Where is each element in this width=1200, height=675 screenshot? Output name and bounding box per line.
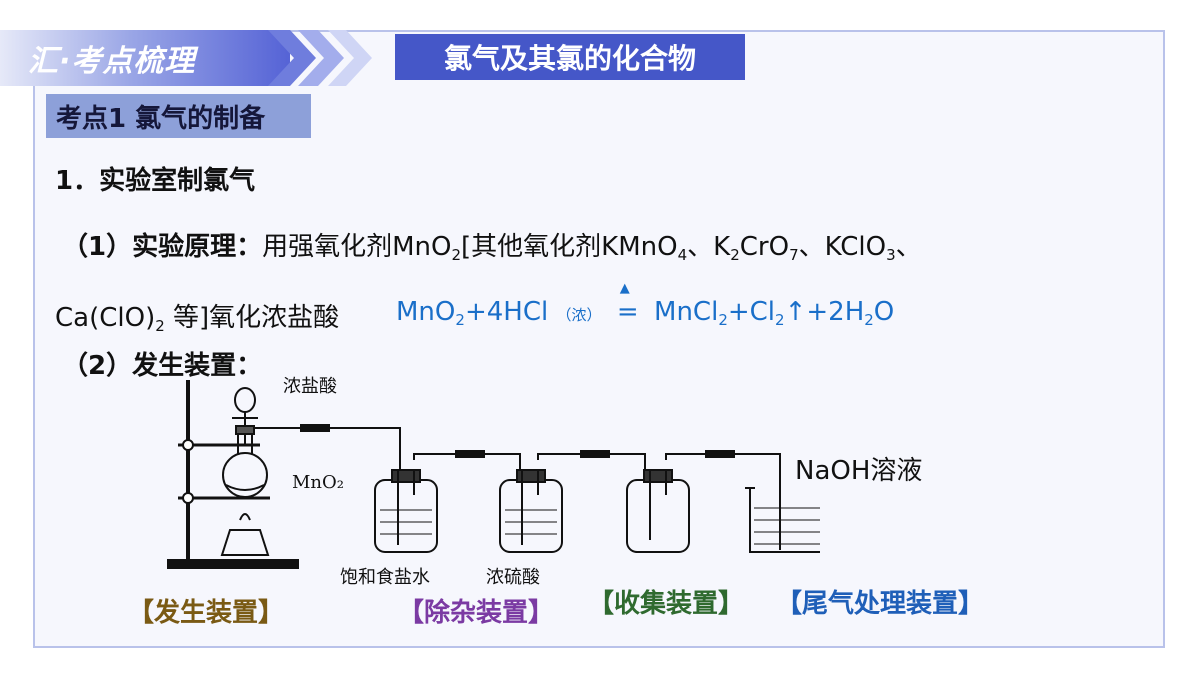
heat-equals-sign: ▲ = [616,281,639,327]
reaction-equation: MnO2+4HCl （浓） ▲ = MnCl2+Cl2↑+2H2O [396,281,895,329]
condition-conc: （浓） [556,306,602,324]
principle-label: （1）实验原理： [62,232,263,262]
label-conc-h2so4: 浓硫酸 [486,567,540,588]
kaodian-label: 考点1 氯气的制备 [46,94,311,138]
label-brine: 饱和食盐水 [340,567,430,588]
section-banner [0,30,290,86]
principle-line-2: Ca(ClO)2 等]氧化浓盐酸 [55,303,340,335]
label-mno2: MnO₂ [292,472,344,493]
principle-line-1: （1）实验原理：用强氧化剂MnO2[其他氧化剂KMnO4、K2CrO7、KClO… [62,232,922,264]
topic-title: 氯气及其氯的化合物 [395,34,745,80]
label-naoh: NaOH溶液 [795,456,923,486]
chevron-arrows-icon [268,30,372,86]
apparatus-label: （2）发生装置： [62,351,263,381]
heat-triangle-icon: ▲ [619,281,630,296]
heading-lab-chlorine: 1．实验室制氯气 [55,166,256,196]
caption-collect: 【收集装置】 [588,589,745,619]
caption-tail-gas: 【尾气处理装置】 [776,589,985,619]
caption-purify: 【除杂装置】 [398,598,555,628]
caption-generate: 【发生装置】 [128,598,285,628]
label-conc-hcl: 浓盐酸 [283,376,337,397]
apparatus-diagram [167,380,820,569]
section-title: 汇·考点梳理 [28,44,196,79]
